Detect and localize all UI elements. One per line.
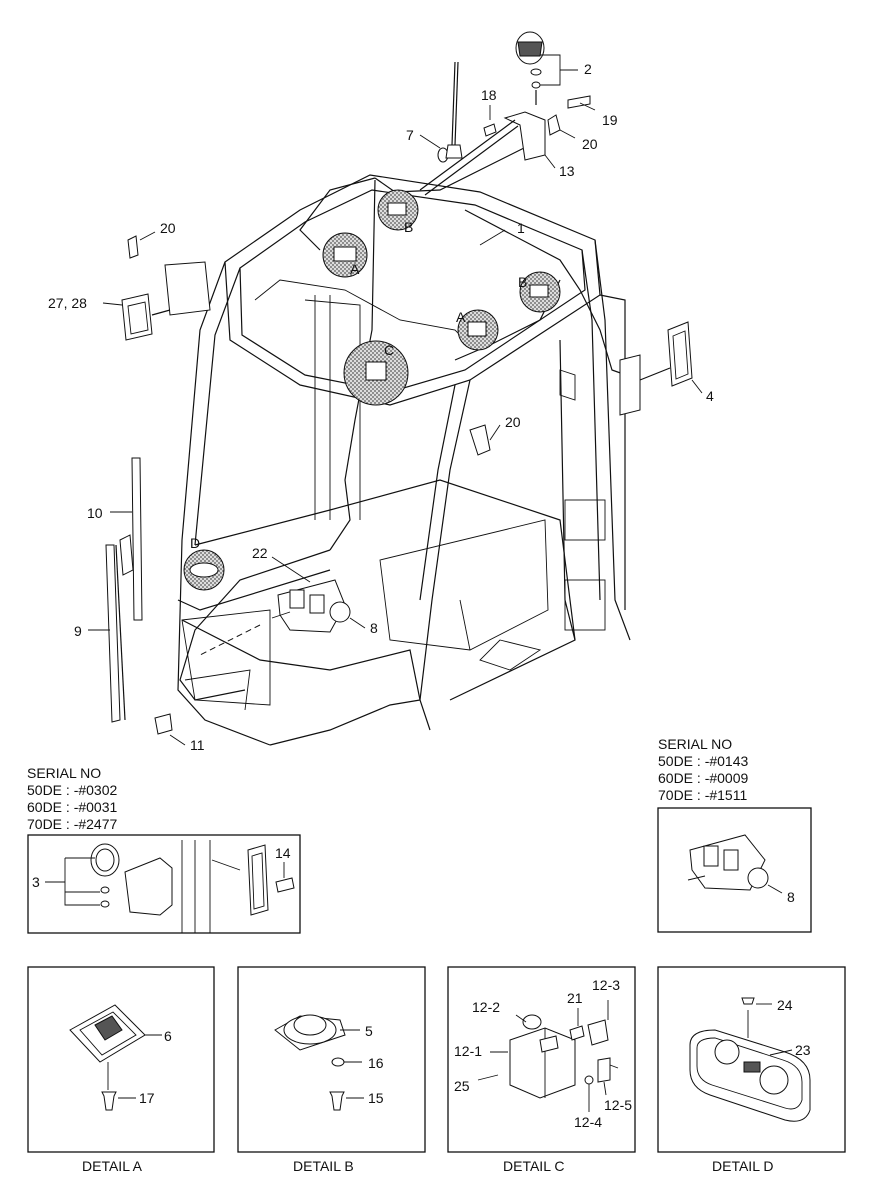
callout-8: 8 bbox=[370, 620, 378, 636]
wiper-assembly bbox=[105, 457, 143, 723]
detail-b-callout-5: 5 bbox=[365, 1023, 373, 1039]
callout-22: 22 bbox=[252, 545, 268, 561]
work-lamp-front bbox=[121, 235, 211, 341]
detail-c-panel: 12-2 21 12-3 12-1 25 12-5 12-4 DETAIL C bbox=[447, 966, 636, 1174]
antenna bbox=[437, 61, 463, 163]
zone-label-b-roof: B bbox=[404, 219, 413, 235]
detail-a-box bbox=[27, 966, 215, 1153]
zone-label-c: C bbox=[384, 342, 394, 358]
detail-c-callout-12-4: 12-4 bbox=[574, 1114, 602, 1130]
detail-a-panel: 6 17 DETAIL A bbox=[27, 966, 215, 1174]
zone-markers bbox=[183, 189, 561, 591]
serial-left-callout-3: 3 bbox=[32, 874, 40, 890]
callout-19: 19 bbox=[602, 112, 618, 128]
detail-b-callout-15: 15 bbox=[368, 1090, 384, 1106]
detail-d-caption: DETAIL D bbox=[712, 1158, 773, 1174]
detail-c-box bbox=[447, 966, 636, 1153]
serial-left-line-3: 70DE : -#2477 bbox=[27, 816, 117, 832]
beacon-lamp-assembly bbox=[419, 31, 591, 196]
detail-c-callout-12-3: 12-3 bbox=[592, 977, 620, 993]
serial-right-inset-box bbox=[657, 807, 812, 933]
detail-c-callout-21: 21 bbox=[567, 990, 583, 1006]
serial-left-callout-14: 14 bbox=[275, 845, 291, 861]
callout-2: 2 bbox=[584, 61, 592, 77]
bracket-middle bbox=[469, 424, 491, 456]
serial-left-line-1: 50DE : -#0302 bbox=[27, 782, 117, 798]
callout-9: 9 bbox=[74, 623, 82, 639]
detail-b-callout-16: 16 bbox=[368, 1055, 384, 1071]
zone-label-d: D bbox=[190, 535, 200, 551]
detail-b-panel: 5 16 15 DETAIL B bbox=[237, 966, 426, 1174]
callout-10: 10 bbox=[87, 505, 103, 521]
serial-right-line-1: 50DE : -#0143 bbox=[658, 753, 748, 769]
detail-b-box bbox=[237, 966, 426, 1153]
detail-d-panel: 24 23 DETAIL D bbox=[657, 966, 846, 1174]
callout-20-left: 20 bbox=[160, 220, 176, 236]
cab-frame bbox=[177, 174, 631, 746]
serial-left-heading: SERIAL NO bbox=[27, 765, 101, 781]
callout-27-28: 27, 28 bbox=[48, 295, 87, 311]
callout-20-middle: 20 bbox=[505, 414, 521, 430]
callout-11: 11 bbox=[190, 737, 205, 753]
serial-right-heading: SERIAL NO bbox=[658, 736, 732, 752]
serial-block-right: SERIAL NO 50DE : -#0143 60DE : -#0009 70… bbox=[657, 736, 812, 933]
detail-c-callout-12-5: 12-5 bbox=[604, 1097, 632, 1113]
detail-d-callout-23: 23 bbox=[795, 1042, 811, 1058]
callout-7: 7 bbox=[406, 127, 414, 143]
detail-c-callout-12-1: 12-1 bbox=[454, 1043, 482, 1059]
zone-label-a-rear: A bbox=[456, 309, 466, 325]
detail-c-callout-12-2: 12-2 bbox=[472, 999, 500, 1015]
detail-c-caption: DETAIL C bbox=[503, 1158, 564, 1174]
detail-a-callout-17: 17 bbox=[139, 1090, 155, 1106]
serial-left-line-2: 60DE : -#0031 bbox=[27, 799, 117, 815]
callout-20-top: 20 bbox=[582, 136, 598, 152]
detail-a-callout-6: 6 bbox=[164, 1028, 172, 1044]
detail-d-callout-24: 24 bbox=[777, 997, 793, 1013]
rear-combination-lamp bbox=[619, 321, 693, 416]
callout-4: 4 bbox=[706, 388, 714, 404]
callout-1: 1 bbox=[517, 220, 525, 236]
washer-nozzle bbox=[154, 713, 173, 735]
detail-b-caption: DETAIL B bbox=[293, 1158, 354, 1174]
serial-right-line-3: 70DE : -#1511 bbox=[658, 787, 747, 803]
serial-block-left: SERIAL NO 50DE : -#0302 60DE : -#0031 70… bbox=[27, 765, 301, 934]
wiper-motor bbox=[199, 579, 351, 656]
serial-left-inset-box bbox=[27, 834, 301, 934]
zone-label-a-roof: A bbox=[350, 261, 360, 277]
leader-lines bbox=[88, 54, 703, 746]
callout-13: 13 bbox=[559, 163, 575, 179]
serial-right-line-2: 60DE : -#0009 bbox=[658, 770, 748, 786]
detail-a-caption: DETAIL A bbox=[82, 1158, 143, 1174]
detail-c-callout-25: 25 bbox=[454, 1078, 470, 1094]
serial-right-callout-8: 8 bbox=[787, 889, 795, 905]
detail-d-box bbox=[657, 966, 846, 1153]
callout-18: 18 bbox=[481, 87, 497, 103]
zone-label-b-rear: B bbox=[518, 274, 527, 290]
